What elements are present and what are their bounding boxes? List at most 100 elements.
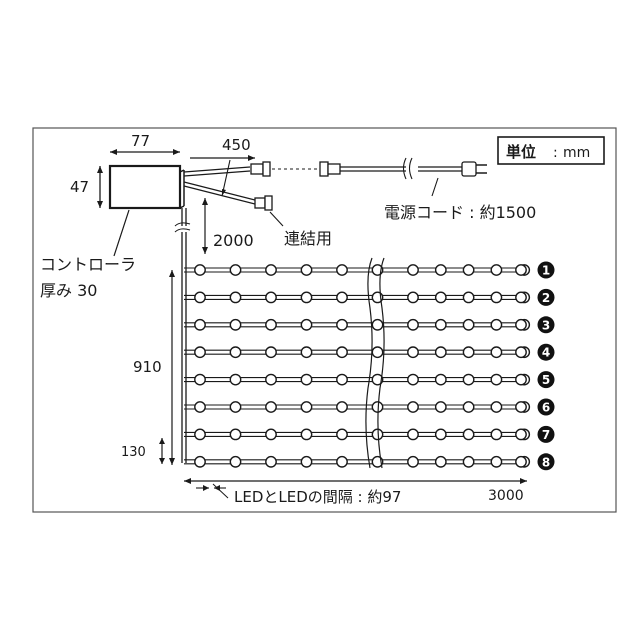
led-row: 3 <box>184 316 555 334</box>
row-marker <box>537 398 555 416</box>
led-bulb <box>229 401 242 413</box>
link-connector-label: 連結用 <box>284 229 332 248</box>
led-bulb <box>462 318 475 331</box>
led-bulb <box>462 455 475 468</box>
unit-label: 単位 <box>506 143 536 161</box>
led-row: 7 <box>184 425 555 443</box>
row-marker-number: 2 <box>542 291 550 305</box>
controller-height-label: 47 <box>70 178 89 196</box>
led-bulb <box>490 264 503 276</box>
controller-width-label: 77 <box>131 132 150 150</box>
led-bulb <box>336 401 348 413</box>
bottom-gap-dimension: 130 <box>121 438 165 464</box>
led-bulb <box>490 291 503 304</box>
row-marker <box>537 261 555 279</box>
led-row: 8 <box>184 453 555 471</box>
led-pitch-indicator: LEDとLEDの間隔 : 約97 <box>196 483 401 506</box>
led-row: 6 <box>184 398 555 416</box>
bottom-gap-label: 130 <box>121 445 146 460</box>
row-marker-number: 8 <box>542 455 550 469</box>
led-bulb <box>434 373 447 386</box>
led-bulb <box>229 455 242 468</box>
plug-connector <box>250 161 271 177</box>
led-bulb <box>300 455 313 468</box>
led-bulb <box>300 428 313 441</box>
led-bulb <box>194 291 206 304</box>
led-bulb <box>515 346 527 359</box>
led-bulb <box>265 428 277 441</box>
led-bulb <box>336 291 348 304</box>
led-row: 2 <box>184 288 555 306</box>
link-connector <box>254 195 273 211</box>
row-marker-number: 7 <box>542 428 550 442</box>
led-bulb <box>462 401 475 413</box>
power-cord-label: 電源コード : 約1500 <box>384 203 536 222</box>
led-bulb <box>407 373 419 386</box>
drop-length-dimension: 2000 <box>202 198 254 254</box>
controller-thickness-label: 厚み 30 <box>40 281 97 300</box>
led-bulb <box>434 291 447 304</box>
led-bulb <box>194 401 206 413</box>
led-bulb <box>490 401 503 413</box>
controller-height-dimension: 47 <box>70 166 103 208</box>
led-bulb <box>407 318 419 331</box>
led-row: 1 <box>184 261 555 279</box>
lead-length-label: 450 <box>222 136 251 154</box>
controller-name-label: コントローラ <box>40 255 136 274</box>
led-bulb <box>371 373 384 386</box>
panel-width-label: 3000 <box>488 488 524 504</box>
row-marker <box>537 288 555 306</box>
led-bulb <box>515 318 527 331</box>
socket-connector <box>319 161 341 177</box>
led-bulb <box>300 291 313 304</box>
led-bulb <box>462 264 475 276</box>
panel-width-dimension: 3000 <box>184 478 527 504</box>
led-bulb <box>462 346 475 359</box>
led-bulb <box>336 428 348 441</box>
led-bulb <box>490 455 503 468</box>
power-plug <box>461 161 487 177</box>
controller-leader-line <box>113 209 130 257</box>
row-marker <box>537 316 555 334</box>
led-bulb <box>336 373 348 386</box>
drop-length-label: 2000 <box>213 231 254 250</box>
led-bulb <box>515 455 527 468</box>
led-bulb <box>194 346 206 359</box>
row-marker-number: 1 <box>542 264 550 278</box>
row-marker-number: 6 <box>542 401 550 415</box>
controller-cables <box>183 166 256 205</box>
led-bulb <box>300 373 313 386</box>
row-marker <box>537 453 555 471</box>
unit-separator: : <box>553 145 558 161</box>
power-cord-leader <box>431 177 439 197</box>
led-bulb <box>434 428 447 441</box>
led-bulb <box>265 346 277 359</box>
led-bulb <box>434 264 447 276</box>
led-bulb <box>462 373 475 386</box>
row-marker <box>537 343 555 361</box>
led-bulb <box>407 291 419 304</box>
led-bulb <box>407 401 419 413</box>
led-bulb <box>229 318 242 331</box>
led-bulb <box>490 373 503 386</box>
row-marker-number: 5 <box>542 373 550 387</box>
link-connector-leader <box>269 211 284 227</box>
row-marker <box>537 425 555 443</box>
led-bulb <box>462 428 475 441</box>
led-bulb <box>336 318 348 331</box>
led-bulb <box>194 428 206 441</box>
led-bulb <box>300 264 313 276</box>
led-bulb <box>371 346 384 359</box>
led-bulb <box>336 346 348 359</box>
led-bulb <box>407 346 419 359</box>
led-bulb <box>490 428 503 441</box>
unit-box: 単位 : mm <box>497 136 605 165</box>
led-bulb <box>434 401 447 413</box>
led-bulb <box>515 401 527 413</box>
led-bulb <box>462 291 475 304</box>
led-bulb <box>490 346 503 359</box>
led-bulb <box>265 291 277 304</box>
controller-box <box>108 164 185 210</box>
led-bulb <box>515 428 527 441</box>
